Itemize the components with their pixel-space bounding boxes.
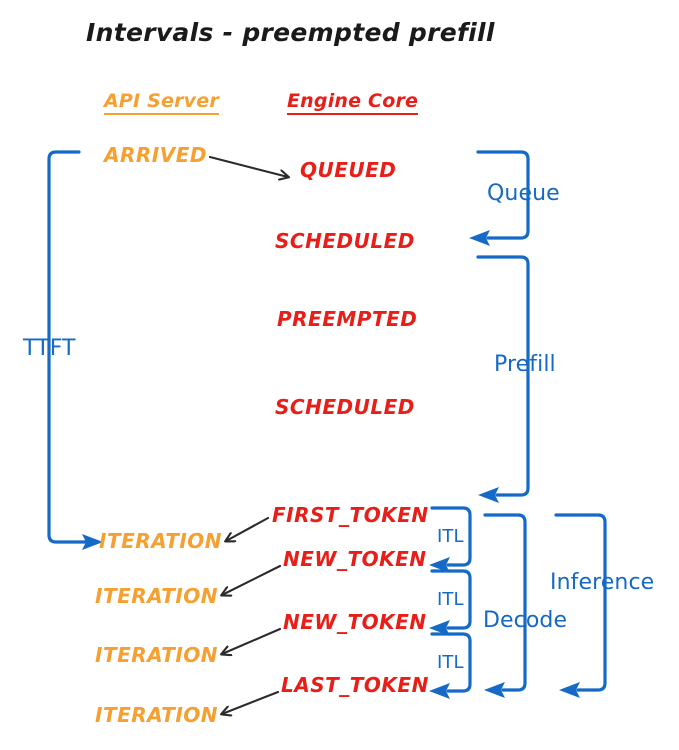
column-header-engine-core: Engine Core bbox=[287, 92, 419, 115]
api-event-arrived: ARRIVED bbox=[104, 143, 207, 167]
arrow-first-token-to-iteration bbox=[226, 516, 270, 541]
engine-event-scheduled-1: SCHEDULED bbox=[275, 229, 415, 253]
interval-label-decode: Decode bbox=[483, 608, 568, 633]
bracket-queue bbox=[469, 150, 530, 246]
interval-label-ttft: TTFT bbox=[23, 336, 76, 361]
interval-label-prefill: Prefill bbox=[494, 352, 556, 377]
interval-label-itl-3: ITL bbox=[437, 652, 464, 673]
interval-label-itl-2: ITL bbox=[437, 589, 464, 610]
engine-event-scheduled-2: SCHEDULED bbox=[275, 395, 415, 419]
api-event-iteration-4: ITERATION bbox=[95, 703, 219, 727]
interval-label-itl-1: ITL bbox=[437, 526, 464, 547]
column-header-api-server: API Server bbox=[104, 92, 219, 115]
engine-event-new-token-2: NEW_TOKEN bbox=[283, 610, 427, 634]
api-event-iteration-1: ITERATION bbox=[99, 529, 223, 553]
api-event-iteration-2: ITERATION bbox=[95, 584, 219, 608]
engine-event-first-token: FIRST_TOKEN bbox=[272, 503, 429, 527]
engine-event-new-token-1: NEW_TOKEN bbox=[283, 547, 427, 571]
bracket-prefill bbox=[476, 255, 530, 503]
interval-label-inference: Inference bbox=[550, 570, 655, 595]
api-event-iteration-3: ITERATION bbox=[95, 643, 219, 667]
bracket-decode bbox=[483, 513, 527, 698]
arrow-new-token-1-to-iteration bbox=[222, 564, 282, 595]
arrow-last-token-to-iteration bbox=[222, 690, 280, 714]
bracket-inference bbox=[554, 513, 607, 698]
arrow-arrived-to-queued bbox=[208, 155, 288, 177]
bracket-itl-3 bbox=[429, 632, 472, 699]
arrow-new-token-2-to-iteration bbox=[222, 627, 282, 654]
bracket-itl-2 bbox=[429, 569, 472, 636]
page-title: Intervals - preempted prefill bbox=[86, 18, 495, 47]
bracket-itl-1 bbox=[429, 506, 472, 573]
engine-event-queued: QUEUED bbox=[300, 158, 397, 182]
engine-event-last-token: LAST_TOKEN bbox=[281, 673, 429, 697]
bracket-ttft bbox=[47, 150, 103, 550]
interval-label-queue: Queue bbox=[487, 181, 560, 206]
engine-event-preempted: PREEMPTED bbox=[277, 307, 418, 331]
